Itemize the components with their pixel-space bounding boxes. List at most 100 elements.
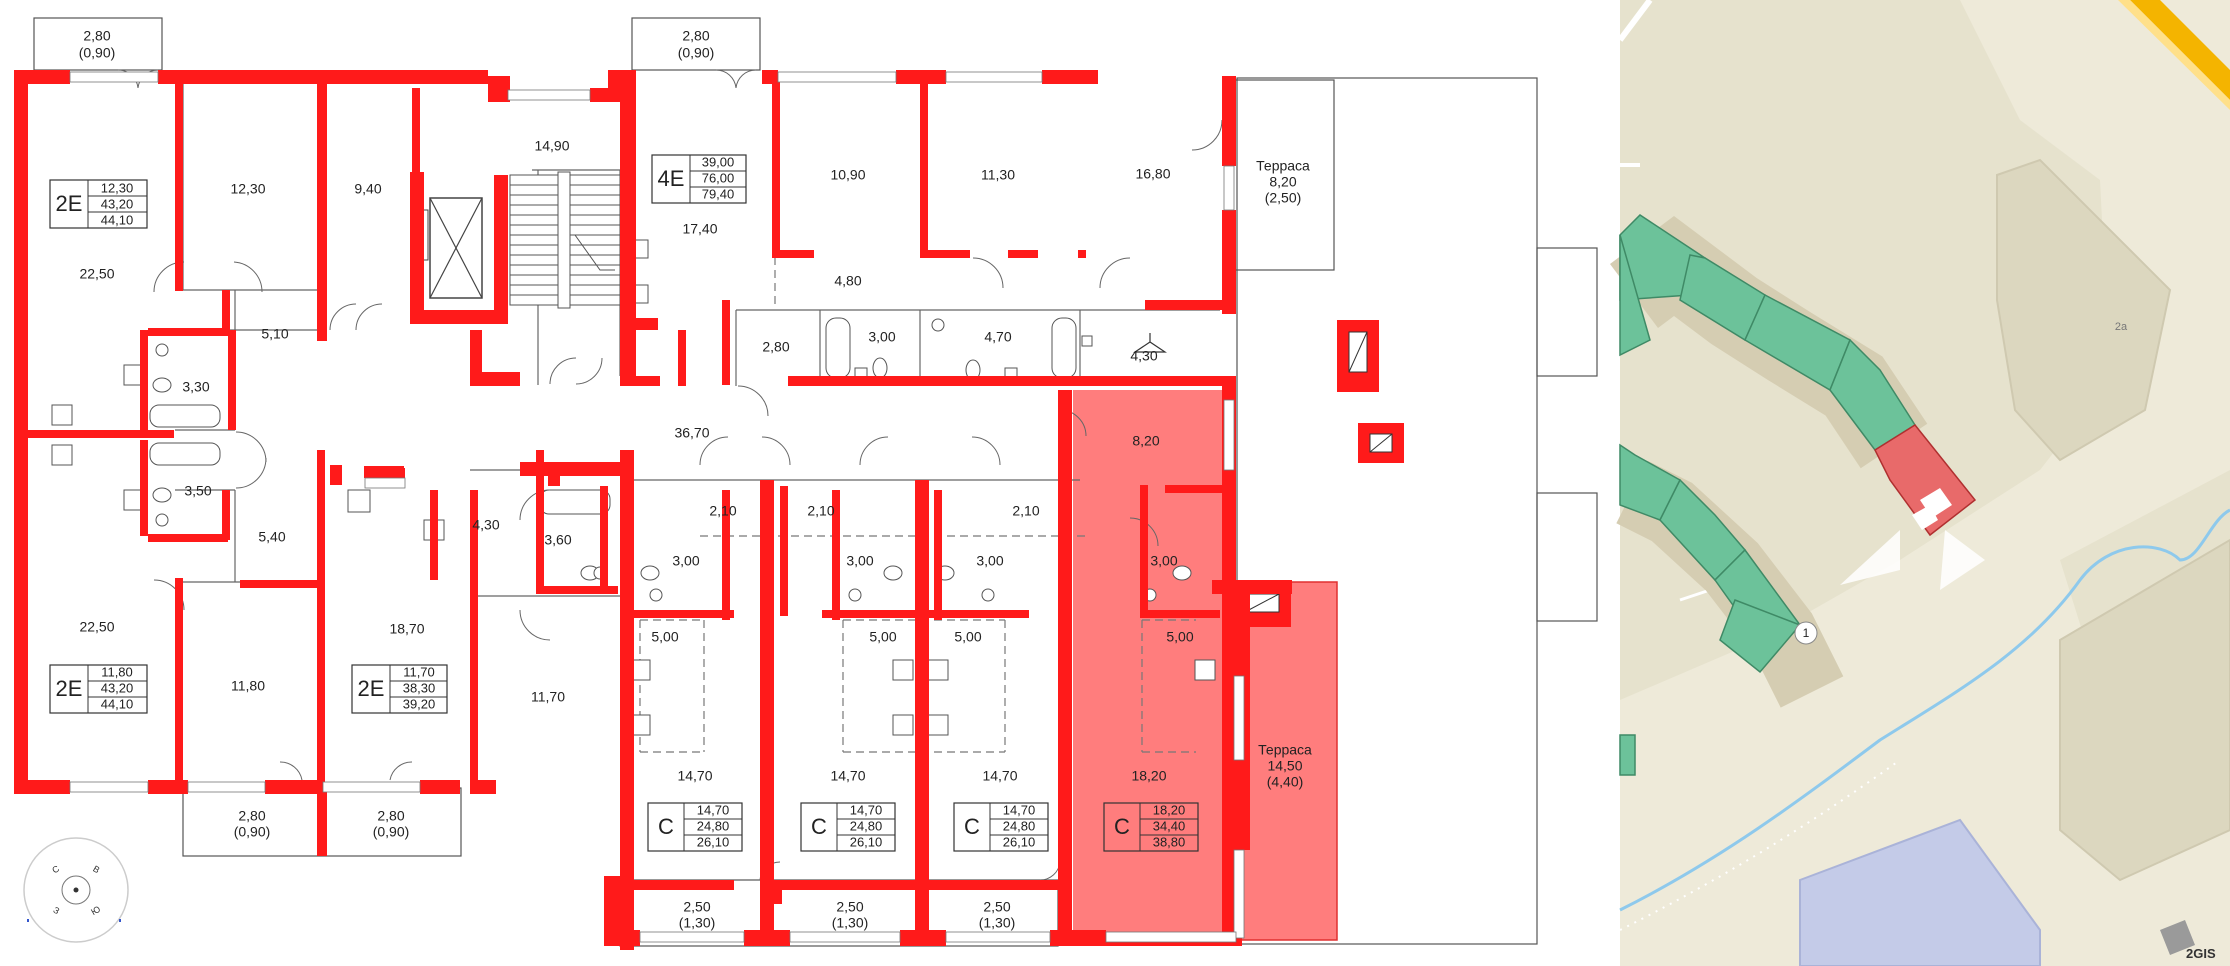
room-area: 3,30 [182,379,209,395]
room-area: 3,50 [184,483,211,499]
apartment-value: 26,10 [1003,834,1036,849]
apartment-type: 2E [56,676,83,701]
apartment-type: С [1114,814,1130,839]
balcony-labels: 2,80 (0,90) 2,80 (0,90) 2,80 (0,90) 2,80… [79,28,1016,931]
apartment-value: 24,80 [850,818,883,833]
apartment-value: 79,40 [702,186,735,201]
apartment-box-8[interactable]: С 18,20 34,40 38,80 [1103,802,1199,852]
terrace-label: Терраса [1258,742,1312,758]
map-logo[interactable]: 2GIS [2186,946,2216,961]
room-area: 5,40 [258,529,285,545]
building-2a-label: 2а [2115,321,2128,333]
room-area: 2,80 [762,339,789,355]
compass: С В Ю З [23,837,129,943]
terrace-label: Терраса [1256,158,1310,174]
selected-building-section[interactable] [1874,424,1977,537]
balcony-sub: (0,90) [79,45,116,61]
apartment-box-3[interactable]: 2E 11,80 43,20 44,10 [49,664,148,714]
staircase [509,171,621,309]
room-area: 4,30 [472,517,499,533]
apartment-box-1[interactable]: 2E 12,30 43,20 44,10 [49,179,148,229]
room-area: 2,10 [807,503,834,519]
compass-west: З [51,905,61,916]
apartment-type: С [658,814,674,839]
entrance-marker [1840,530,1900,585]
apartment-value: 11,80 [101,664,133,679]
highlighted-apartment[interactable] [1073,390,1338,946]
balcony-sub: (1,30) [832,915,869,931]
apartment-value: 24,80 [1003,818,1036,833]
room-area: 17,40 [682,221,717,237]
room-area: 3,60 [544,532,571,548]
room-area: 5,10 [261,326,288,342]
balcony-area: 2,80 [682,28,709,44]
room-area: 10,90 [830,167,865,183]
balcony-area: 2,80 [377,808,404,824]
apartment-type: С [964,814,980,839]
map-building-blue[interactable] [1799,818,2041,966]
room-area: 9,40 [354,181,381,197]
apartment-value: 76,00 [702,170,735,185]
room-area: 14,70 [830,768,865,784]
balcony-area: 2,50 [983,899,1010,915]
room-area: 5,00 [1166,629,1193,645]
residential-building-2[interactable] [1619,443,1802,776]
room-area: 4,70 [984,329,1011,345]
room-area: 3,00 [868,329,895,345]
room-area: 11,30 [981,167,1015,183]
plan-area: 22,50 12,30 9,40 14,90 17,40 10,90 11,30… [14,17,1598,950]
room-labels: 22,50 12,30 9,40 14,90 17,40 10,90 11,30… [79,138,1193,784]
apartment-value: 44,10 [101,212,134,227]
balcony-sub: (1,30) [979,915,1016,931]
room-area: 2,10 [709,503,736,519]
room-area: 11,80 [231,678,265,694]
room-area: 14,70 [677,768,712,784]
apartment-box-4[interactable]: 2E 11,70 38,30 39,20 [351,664,448,714]
balcony-sub: (0,90) [678,45,715,61]
room-area: 2,10 [1012,503,1039,519]
apartment-type: С [811,814,827,839]
apartment-box-6[interactable]: С 14,70 24,80 26,10 [800,802,896,852]
apartment-value: 43,20 [101,680,134,695]
room-area: 22,50 [79,266,114,282]
apartment-type: 4E [658,166,685,191]
balcony-area: 2,50 [683,899,710,915]
apartment-value: 12,30 [101,180,134,195]
apartment-value: 34,40 [1153,818,1186,833]
balcony-area: 2,80 [83,28,110,44]
room-area: 5,00 [954,629,981,645]
room-area: 4,30 [1130,348,1157,364]
apartment-value: 43,20 [101,196,134,211]
room-area: 12,30 [230,181,265,197]
compass-south: Ю [89,904,102,917]
apartment-box-5[interactable]: С 14,70 24,80 26,10 [647,802,743,852]
terrace-sub: (2,50) [1265,190,1302,206]
room-area: 8,20 [1132,433,1159,449]
room-area: 4,80 [834,273,861,289]
terrace-sub: (4,40) [1267,774,1304,790]
room-area: 5,00 [869,629,896,645]
apartment-box-2[interactable]: 4E 39,00 76,00 79,40 [651,154,747,204]
apartment-value: 39,00 [702,154,735,169]
compass-east: В [91,864,101,876]
room-area: 22,50 [79,619,114,635]
elevator-shaft [419,197,483,299]
apartment-value: 18,20 [1153,802,1186,817]
map-building[interactable] [2059,538,2230,882]
room-area: 5,00 [651,629,678,645]
stream [1619,508,2230,912]
location-map[interactable]: 2а 1 2GIS [1610,0,2230,966]
residential-building-1[interactable] [1619,214,1977,537]
apartment-value: 39,20 [403,696,436,711]
compass-north: С [50,863,61,875]
room-area: 11,70 [531,689,565,705]
apartment-value: 14,70 [850,802,883,817]
apartment-box-7[interactable]: С 14,70 24,80 26,10 [953,802,1049,852]
building-2a[interactable] [1996,158,2172,462]
apartment-value: 24,80 [697,818,730,833]
apartment-value: 44,10 [101,696,134,711]
building-number-badge[interactable] [1794,621,1818,645]
room-area: 14,90 [534,138,569,154]
room-area: 3,00 [976,553,1003,569]
